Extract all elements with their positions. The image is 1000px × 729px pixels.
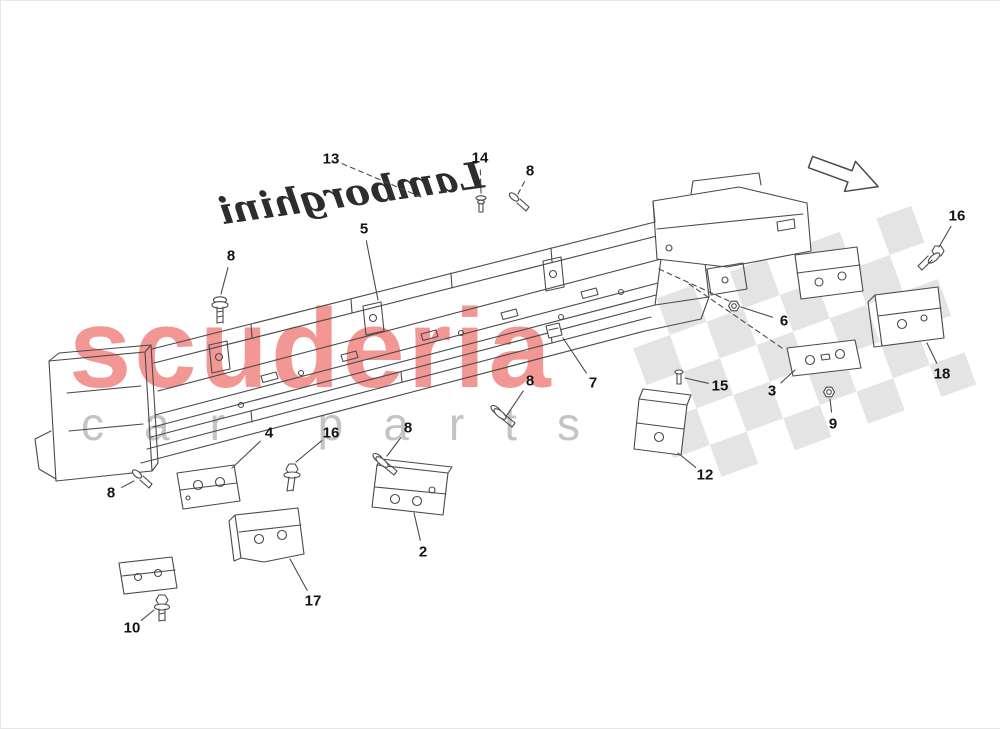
screw-8-left [131, 469, 153, 489]
bumper-end-panel [652, 172, 812, 296]
arrow-right-icon [807, 155, 879, 193]
part-3-plate [786, 339, 862, 377]
construction-lines [658, 268, 786, 351]
part-12-bracket [633, 388, 692, 456]
screw-8-top-left [211, 296, 229, 324]
part-17-bracket [228, 507, 305, 563]
bolt-10 [153, 594, 171, 622]
bolt-16-right [917, 245, 945, 271]
nut-9 [822, 386, 836, 398]
part-10-plate [118, 556, 178, 595]
part-4-bracket [176, 464, 241, 510]
part-2-bracket [371, 458, 453, 516]
screw-8-upper [508, 192, 530, 212]
nut-6 [727, 300, 741, 312]
leader-lines [121, 163, 952, 621]
part-6-bracket [794, 246, 864, 300]
screw-8-mid [490, 404, 516, 428]
part-18-bracket [867, 286, 945, 348]
bolt-16-center [283, 463, 301, 492]
clip-7 [545, 322, 563, 339]
bumper-beam [34, 221, 710, 482]
pushpin-14 [475, 195, 487, 213]
screw-15 [674, 369, 684, 385]
screw-8-center [372, 452, 398, 476]
